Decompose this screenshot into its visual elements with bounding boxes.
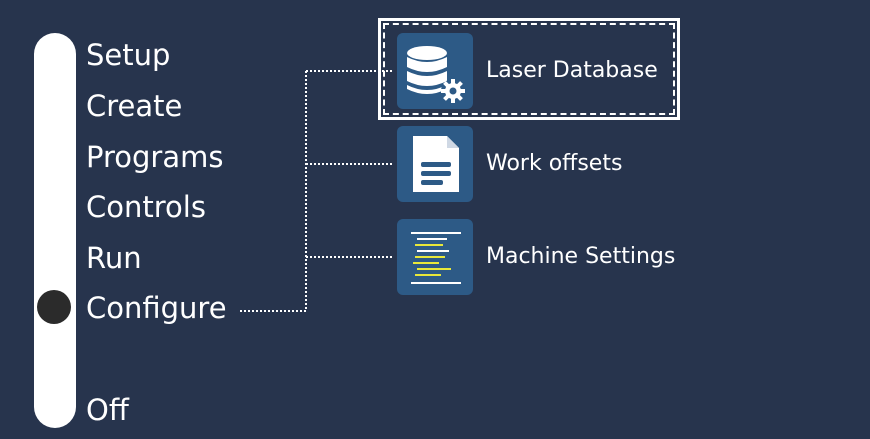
mode-selector-knob[interactable] [37, 290, 71, 324]
document-icon [413, 136, 459, 192]
database-gear-icon [407, 46, 465, 103]
mode-item-setup[interactable]: Setup [86, 38, 171, 72]
mode-item-run[interactable]: Run [86, 241, 142, 275]
submenu-item-machine-settings[interactable]: Machine Settings [397, 219, 697, 297]
mode-item-configure[interactable]: Configure [86, 291, 227, 325]
submenu-item-laser-database[interactable]: Laser Database [397, 33, 697, 111]
settings-list-icon [411, 232, 461, 284]
selection-highlight [378, 18, 680, 120]
laser-database-label: Laser Database [486, 58, 658, 83]
mode-selector-track[interactable] [34, 33, 76, 428]
mode-item-programs[interactable]: Programs [86, 140, 224, 174]
machine-settings-label: Machine Settings [486, 244, 676, 269]
mode-item-create[interactable]: Create [86, 89, 183, 123]
mode-item-controls[interactable]: Controls [86, 190, 206, 224]
submenu-item-work-offsets[interactable]: Work offsets [397, 126, 697, 204]
mode-item-off[interactable]: Off [86, 393, 129, 427]
machine-settings-tile [397, 219, 473, 295]
work-offsets-tile [397, 126, 473, 202]
laser-database-tile [397, 33, 473, 109]
work-offsets-label: Work offsets [486, 151, 623, 176]
